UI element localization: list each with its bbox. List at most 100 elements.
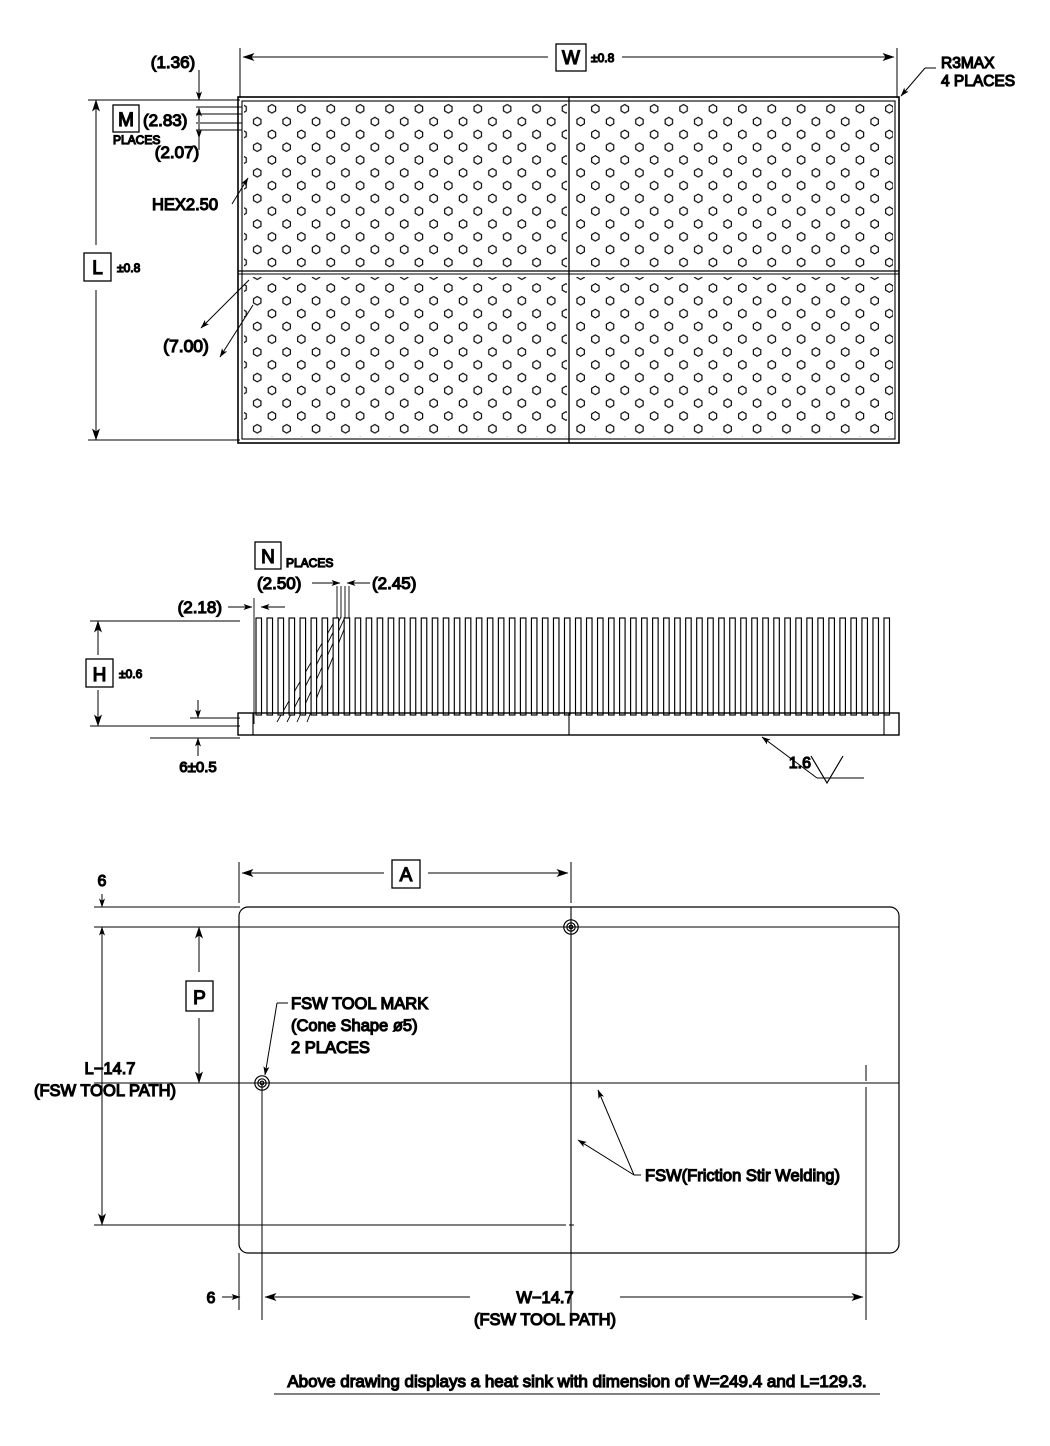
dim-2-50-label: (2.50) bbox=[257, 574, 301, 593]
top-offset-label: 6 bbox=[98, 873, 107, 890]
fin bbox=[497, 617, 505, 716]
fin bbox=[266, 617, 274, 716]
fin bbox=[607, 617, 615, 716]
surface-finish-callout: 1.6 bbox=[761, 736, 864, 785]
hex-note-label: HEX2.50 bbox=[152, 196, 218, 214]
pin-fin-field bbox=[244, 103, 893, 437]
m-places-callout: M PLACES bbox=[112, 104, 161, 148]
corner-radius-note: R3MAX 4 PLACES bbox=[900, 54, 1016, 97]
fin bbox=[773, 617, 780, 716]
fin bbox=[861, 617, 869, 716]
dimension-2-07: (2.07) bbox=[154, 138, 200, 163]
corner-note-line2: 4 PLACES bbox=[941, 73, 1015, 90]
dim-2-83-label: (2.83) bbox=[143, 111, 187, 130]
fin bbox=[420, 617, 428, 716]
fin bbox=[718, 617, 725, 716]
dimension-A: A bbox=[238, 859, 572, 903]
fin bbox=[618, 617, 626, 716]
fin bbox=[806, 617, 813, 716]
top-view-plate-outline bbox=[237, 96, 900, 444]
fin bbox=[376, 617, 384, 716]
fin bbox=[784, 617, 791, 716]
tool-mark-note-line1: FSW TOOL MARK bbox=[291, 995, 428, 1013]
top-view-group: W ±0.8 R3MAX 4 PLACES L ±0.8 (1.36) bbox=[83, 43, 1016, 444]
width-symbol-W: W bbox=[562, 48, 580, 69]
fin bbox=[850, 617, 858, 716]
fin bbox=[663, 617, 670, 716]
fin bbox=[817, 617, 824, 716]
dimension-W-minus-14-7: W−14.7 (FSW TOOL PATH) bbox=[264, 1288, 864, 1330]
fin bbox=[563, 617, 571, 716]
fin bbox=[431, 617, 439, 716]
hex-pin-callout: HEX2.50 bbox=[151, 177, 249, 215]
fin bbox=[299, 617, 307, 716]
vertical-dim-line1: L−14.7 bbox=[85, 1060, 136, 1078]
fin bbox=[519, 617, 527, 716]
p-symbol: P bbox=[193, 988, 206, 1009]
dimension-2-83: (2.83) bbox=[142, 107, 202, 139]
dim-2-18-label: (2.18) bbox=[178, 598, 222, 617]
dim-2-45-label: (2.45) bbox=[372, 574, 416, 593]
fin bbox=[795, 617, 802, 716]
base-thickness-label: 6±0.5 bbox=[179, 759, 216, 776]
fin bbox=[751, 617, 758, 716]
fin bbox=[255, 617, 263, 716]
length-symbol-L: L bbox=[92, 258, 103, 279]
dimension-L-minus-14-7: L−14.7 (FSW TOOL PATH) bbox=[33, 927, 240, 1226]
dimension-top-offset-6: 6 bbox=[94, 872, 240, 946]
tool-mark-note-line2: (Cone Shape ø5) bbox=[291, 1017, 418, 1035]
fin bbox=[740, 617, 747, 716]
dimension-bottom-offset-6: 6 bbox=[206, 1253, 263, 1310]
caption-group: Above drawing displays a heat sink with … bbox=[274, 1371, 880, 1395]
fin bbox=[872, 617, 880, 716]
dim-7-00-label: (7.00) bbox=[163, 336, 209, 356]
edge-detail-lines bbox=[196, 106, 242, 131]
m-symbol: M bbox=[118, 110, 134, 131]
fin bbox=[685, 617, 692, 716]
fin bbox=[354, 617, 362, 716]
m-places-label: PLACES bbox=[113, 133, 160, 147]
surface-finish-value: 1.6 bbox=[789, 755, 811, 772]
fsw-note: FSW(Friction Stir Welding) bbox=[577, 1089, 841, 1186]
bottom-offset-label: 6 bbox=[207, 1290, 216, 1307]
fin bbox=[552, 617, 560, 716]
fin bbox=[585, 617, 593, 716]
fin bbox=[762, 617, 769, 716]
fsw-tool-path bbox=[94, 926, 899, 1320]
fin bbox=[530, 617, 538, 716]
surface-finish-triangle-icon bbox=[810, 755, 844, 785]
fsw-note-label: FSW(Friction Stir Welding) bbox=[645, 1167, 840, 1185]
n-symbol: N bbox=[261, 547, 275, 568]
horizontal-dim-line2: (FSW TOOL PATH) bbox=[474, 1311, 616, 1329]
fin-array bbox=[255, 617, 891, 716]
fin bbox=[442, 617, 450, 716]
fin bbox=[453, 617, 461, 716]
fin bbox=[508, 617, 516, 716]
fin bbox=[729, 617, 736, 716]
n-places-label: PLACES bbox=[286, 556, 333, 570]
fin bbox=[409, 617, 417, 716]
dimension-7-00: (7.00) bbox=[163, 279, 254, 358]
fin bbox=[839, 617, 846, 716]
fin bbox=[288, 617, 296, 716]
height-symbol-H: H bbox=[93, 665, 107, 686]
fin bbox=[343, 617, 351, 716]
a-symbol: A bbox=[400, 865, 413, 886]
width-tolerance: ±0.8 bbox=[591, 51, 615, 65]
fin bbox=[641, 617, 648, 716]
fin bbox=[486, 617, 494, 716]
dimension-base-thickness: 6±0.5 bbox=[150, 700, 240, 777]
side-view-group: N PLACES (2.50) (2.45) (2.18) bbox=[85, 541, 900, 785]
fin bbox=[398, 617, 406, 716]
base-plate bbox=[237, 712, 900, 736]
length-tolerance: ±0.8 bbox=[117, 261, 141, 275]
fin bbox=[464, 617, 472, 716]
fin bbox=[883, 617, 891, 716]
fin bbox=[707, 617, 714, 716]
fin bbox=[321, 617, 329, 716]
dimension-width-W: W ±0.8 bbox=[239, 43, 898, 98]
fsw-tool-mark-note: FSW TOOL MARK (Cone Shape ø5) 2 PLACES bbox=[263, 994, 429, 1076]
horizontal-dim-line1: W−14.7 bbox=[516, 1289, 573, 1307]
fin bbox=[630, 617, 637, 716]
